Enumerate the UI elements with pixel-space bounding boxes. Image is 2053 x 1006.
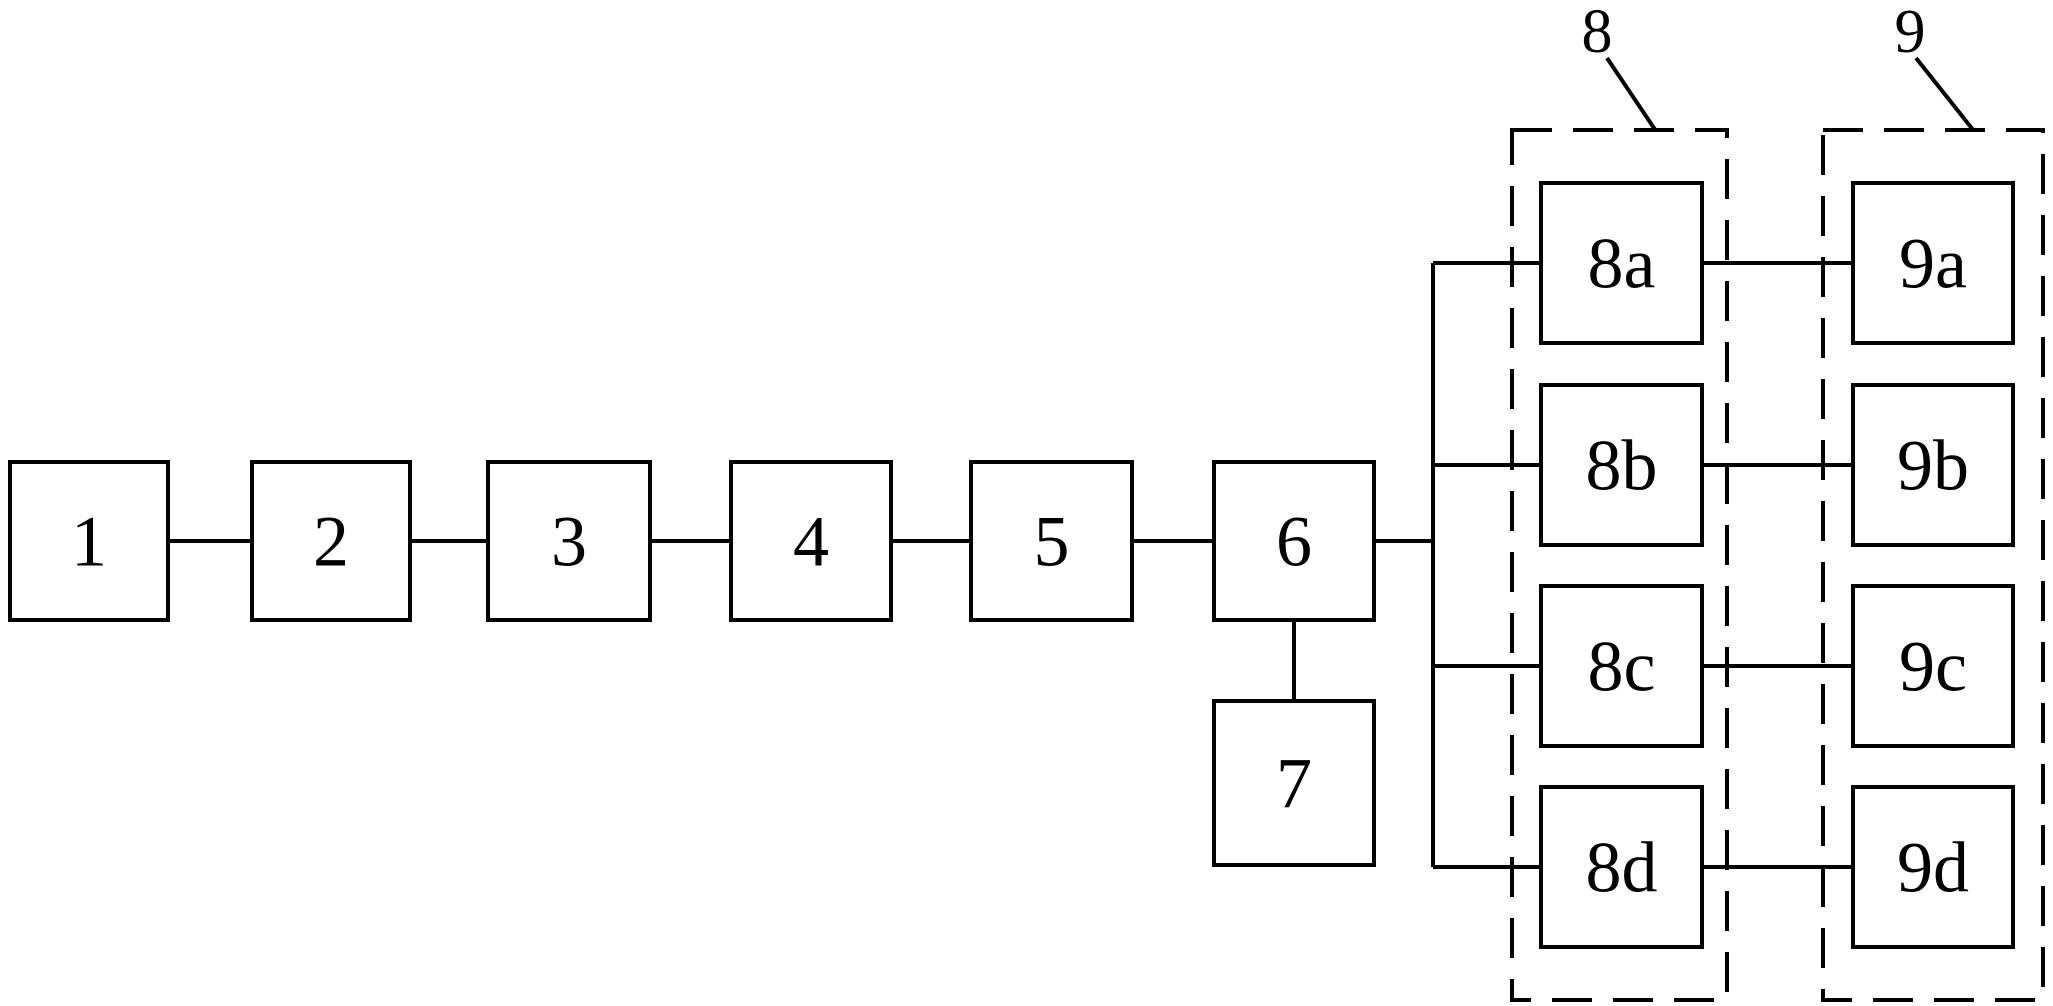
box-9c-label: 9c — [1899, 626, 1967, 706]
box-5 — [969, 460, 1134, 622]
box-9b-label: 9b — [1897, 425, 1969, 505]
box-3 — [486, 460, 652, 622]
box-6 — [1212, 460, 1376, 622]
group-8-dashed-border — [1510, 128, 1729, 1002]
box-3-label: 3 — [551, 501, 587, 581]
box-8d — [1539, 785, 1704, 949]
box-4 — [729, 460, 893, 622]
box-9a-label: 9a — [1899, 223, 1967, 303]
box-7-label: 7 — [1276, 743, 1312, 823]
box-9c — [1851, 584, 2015, 748]
group-8-leader-line — [1605, 56, 1658, 133]
box-2-label: 2 — [313, 501, 349, 581]
box-4-label: 4 — [793, 501, 829, 581]
box-9a — [1851, 181, 2015, 345]
box-9d — [1851, 785, 2015, 949]
box-8a — [1539, 181, 1704, 345]
group-8-label: 8 — [1582, 0, 1613, 66]
box-8c — [1539, 584, 1704, 748]
box-8d-label: 8d — [1586, 827, 1658, 907]
box-2 — [250, 460, 412, 622]
box-8b-label: 8b — [1586, 425, 1658, 505]
group-9-label: 9 — [1895, 0, 1926, 66]
group-9-dashed-border — [1821, 128, 2045, 1002]
box-9d-label: 9d — [1897, 827, 1969, 907]
box-8a-label: 8a — [1588, 223, 1656, 303]
box-1 — [8, 460, 170, 622]
group-9-leader-line — [1914, 56, 1976, 133]
box-8b — [1539, 383, 1704, 547]
box-1-label: 1 — [71, 501, 107, 581]
box-9b — [1851, 383, 2015, 547]
box-5-label: 5 — [1034, 501, 1070, 581]
box-6-label: 6 — [1276, 501, 1312, 581]
box-7 — [1212, 699, 1376, 867]
box-8c-label: 8c — [1588, 626, 1656, 706]
